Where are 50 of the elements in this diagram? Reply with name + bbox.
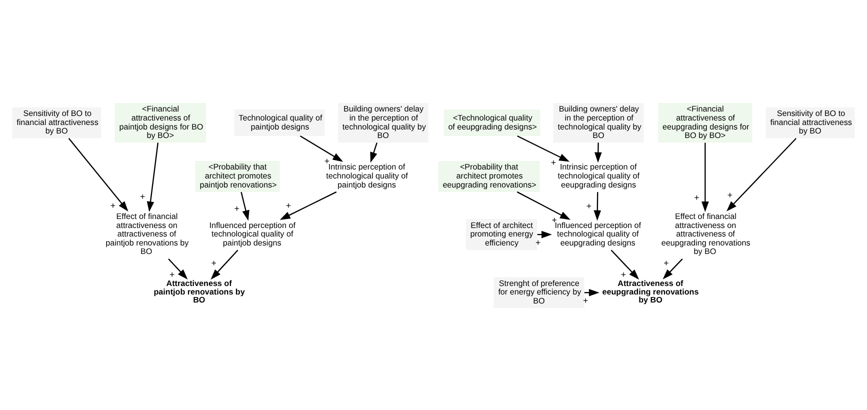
- arrow: [146, 142, 159, 212]
- node-box: Sensitivity of BO to financial attractiveness by BO: [766, 106, 855, 138]
- node-text: Influenced perception of technological quality of paintjob designs: [209, 220, 296, 247]
- node-box: Effect of architect promoting energy efficiency: [466, 218, 538, 250]
- arrow: [662, 258, 683, 279]
- node-box: <Financial attractiveness of eeupgrading designs for BO by BO>: [658, 102, 752, 142]
- arrow: [240, 191, 250, 220]
- node-text: Intrinsic perception of technological quality of eeupgrading designs: [558, 162, 640, 189]
- node-text: Attractiveness of eeupgrading renovations by BO: [602, 278, 699, 304]
- edge-label: +: [536, 236, 541, 247]
- arrow: [610, 249, 640, 280]
- edge-label: +: [694, 192, 700, 202]
- edge-label: +: [234, 203, 240, 214]
- edge-label: +: [286, 200, 292, 210]
- arrow: [702, 142, 709, 212]
- arrow: [300, 135, 344, 162]
- arrow: [726, 138, 797, 211]
- edge-label: +: [211, 257, 216, 268]
- node-box: Building owners' delay in the perception of technological quality by BO: [338, 102, 428, 142]
- edge-label: +: [550, 157, 556, 168]
- edge-label: +: [664, 257, 669, 268]
- edge-label: +: [140, 190, 146, 201]
- arrow: [594, 142, 602, 162]
- edge-label: +: [170, 268, 175, 279]
- node-box: <Probability that architect promotes paintjob renovations>: [195, 160, 280, 192]
- edge-label: +: [110, 200, 116, 210]
- edge-label: +: [620, 269, 626, 280]
- node-box: Sensitivity of BO to financial attractiveness by BO: [12, 106, 102, 138]
- arrow: [210, 249, 238, 280]
- node-box: <Technological quality of eeupgrading designs>: [444, 109, 540, 136]
- node-text: Effect of financial attractiveness on attractiveness of paintjob renovations by BO: [106, 211, 189, 256]
- edge-label: +: [586, 200, 592, 211]
- edge-label: +: [727, 189, 733, 200]
- node-box: Building owners' delay in the perception of technological quality by BO: [553, 102, 644, 142]
- arrow: [594, 192, 602, 220]
- edge-label: +: [582, 294, 588, 305]
- arrow: [517, 135, 570, 162]
- arrow: [168, 258, 188, 279]
- node-text: Attractiveness of paintjob renovations by BO: [154, 278, 245, 304]
- node-box: Technological quality of paintjob designs: [234, 109, 325, 136]
- node-box: <Probability that architect promotes eeupgrading renovations>: [438, 160, 540, 192]
- arrow: [516, 190, 570, 220]
- node-box: <Financial attractiveness of paintjob designs for BO by BO>: [114, 102, 206, 142]
- arrow: [280, 190, 337, 220]
- node-box: Strenght of preference for energy efficiency by BO: [494, 276, 584, 308]
- edge-label: +: [552, 214, 557, 225]
- node-text: Influenced perception of technological quality of eeupgrading designs: [554, 220, 642, 247]
- arrow: [370, 142, 378, 162]
- arrow: [68, 138, 128, 211]
- node-text: Effect of financial attractiveness on attractiveness of eeupgrading renovations by BO: [661, 211, 750, 256]
